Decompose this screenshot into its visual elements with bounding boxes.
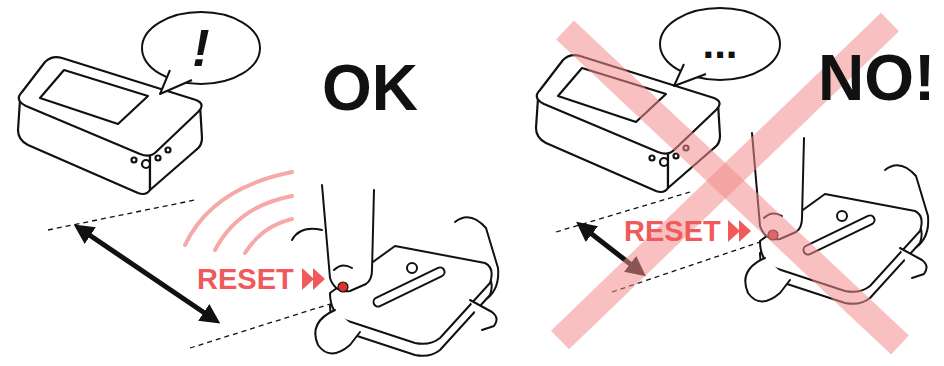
sensor-slot	[378, 272, 440, 302]
device-button	[660, 158, 668, 166]
sensor-slot-inner	[378, 272, 440, 302]
bubble-tail-fill	[160, 70, 192, 94]
dashed-guide	[190, 304, 330, 348]
palm	[292, 229, 322, 240]
bubble-tail	[160, 70, 192, 94]
thumb	[315, 310, 360, 354]
finger	[322, 185, 374, 291]
sensor-dial	[837, 211, 847, 221]
reset-pointer	[302, 268, 314, 290]
signal-waves	[185, 172, 292, 253]
bubble-tail-fill	[674, 64, 706, 86]
device-button	[132, 158, 137, 163]
fingernail	[334, 265, 352, 270]
reset-pointer	[313, 268, 325, 290]
device-button	[156, 156, 161, 161]
cycle-computer	[18, 57, 202, 194]
status-word: OK	[322, 56, 418, 120]
sensor-in-hand	[292, 185, 498, 356]
device-screen	[40, 70, 148, 124]
device-button	[142, 160, 150, 168]
signal-wave	[185, 172, 292, 245]
sensor-slot	[808, 220, 870, 250]
button-label: RESET	[197, 265, 294, 294]
reset-button	[338, 282, 348, 292]
status-word: NO!	[818, 46, 935, 110]
sensor-dial	[407, 263, 417, 273]
speech-bubble: !	[140, 10, 262, 86]
button-label: RESET	[624, 217, 721, 246]
dashed-guide	[48, 200, 195, 230]
device-button	[166, 148, 171, 153]
sensor-slot-inner	[808, 220, 870, 250]
device-button	[674, 154, 679, 159]
speech-bubble: ...	[658, 6, 782, 82]
bubble-text: ...	[658, 6, 782, 82]
signal-wave	[245, 219, 292, 253]
sensor-clip	[470, 300, 497, 330]
sensor-clip	[900, 248, 927, 278]
bubble-text: !	[140, 10, 262, 86]
reset-pointer	[728, 220, 740, 242]
distance-arrow	[82, 230, 212, 318]
bubble-tail	[674, 64, 706, 86]
thumb	[745, 258, 790, 302]
device-button	[650, 156, 655, 161]
reset-pointer	[739, 220, 751, 242]
